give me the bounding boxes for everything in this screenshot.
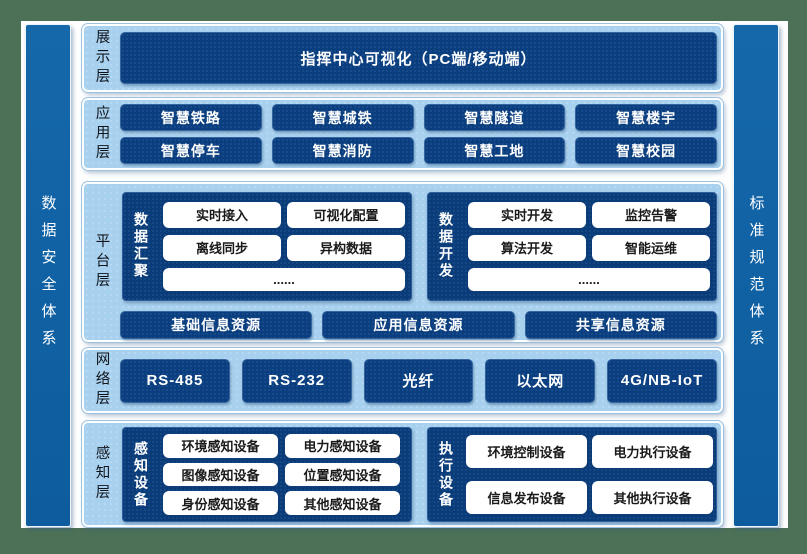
left-system-bar-label: 数据安全体系 <box>39 194 57 357</box>
layer-panel-application: 应用层 智慧铁路 智慧城铁 智慧隧道 智慧楼宇 智慧停车 智慧消防 智慧工地 智… <box>82 98 723 170</box>
application-box: 智慧铁路 <box>120 104 262 131</box>
application-box: 智慧停车 <box>120 137 262 164</box>
network-box: RS-232 <box>241 358 352 403</box>
device-box: 环境控制设备 <box>466 435 587 468</box>
group-label-zone: 数据开发 <box>428 193 464 300</box>
layer-label-zone: 感知层 <box>84 423 120 525</box>
layer-label-platform: 平台层 <box>93 232 110 292</box>
network-row: RS-485 RS-232 光纤 以太网 4G/NB-IoT <box>120 358 717 403</box>
layer-label-application: 应用层 <box>93 104 110 164</box>
device-box: 电力感知设备 <box>285 434 400 458</box>
platform-item-box: 实时接入 <box>163 201 281 228</box>
device-box: 身份感知设备 <box>163 491 278 515</box>
layer-label-display: 展示层 <box>93 28 110 88</box>
platform-groups-row: 数据汇聚 实时接入 可视化配置 离线同步 异构数据 ...... <box>122 191 717 301</box>
application-row: 智慧铁路 智慧城铁 智慧隧道 智慧楼宇 <box>120 104 717 131</box>
resources-row: 基础信息资源 应用信息资源 共享信息资源 <box>120 310 717 339</box>
application-layer-content: 智慧铁路 智慧城铁 智慧隧道 智慧楼宇 智慧停车 智慧消防 智慧工地 智慧校园 <box>120 100 721 168</box>
device-box: 其他执行设备 <box>592 481 713 514</box>
layer-label-network: 网络层 <box>93 351 110 410</box>
application-box: 智慧隧道 <box>423 104 566 131</box>
network-box: 以太网 <box>485 358 596 403</box>
data-aggregation-items: 实时接入 可视化配置 离线同步 异构数据 ...... <box>159 193 411 300</box>
device-box: 图像感知设备 <box>163 462 278 487</box>
platform-item-box: 异构数据 <box>287 234 405 262</box>
sensing-devices-group: 感知设备 环境感知设备 电力感知设备 图像感知设备 位置感知设备 身份感知设备 … <box>122 427 412 522</box>
layer-stack: 展示层 指挥中心可视化（PC端/移动端） 应用层 智慧铁路 智慧城铁 智慧隧道 … <box>82 24 723 527</box>
network-box: 4G/NB-IoT <box>607 358 717 403</box>
device-box: 电力执行设备 <box>592 435 713 468</box>
application-box: 智慧城铁 <box>271 104 414 131</box>
device-box: 位置感知设备 <box>285 462 400 487</box>
group-label-zone: 执行设备 <box>428 428 464 521</box>
group-label-zone: 感知设备 <box>123 428 159 521</box>
network-box: RS-485 <box>120 358 230 403</box>
layer-label-zone: 展示层 <box>84 26 120 90</box>
layer-panel-platform: 平台层 数据汇聚 实时接入 可视化配置 离线同步 异构数据 <box>82 182 723 342</box>
layer-label-zone: 应用层 <box>84 100 120 168</box>
resource-box: 基础信息资源 <box>120 310 313 339</box>
platform-item-box: 算法开发 <box>468 234 586 262</box>
application-box: 智慧楼宇 <box>575 104 717 131</box>
group-label-zone: 数据汇聚 <box>123 193 159 300</box>
layer-panel-display: 展示层 指挥中心可视化（PC端/移动端） <box>82 24 723 92</box>
network-layer-content: RS-485 RS-232 光纤 以太网 4G/NB-IoT <box>120 350 721 411</box>
layer-label-perception: 感知层 <box>93 444 110 504</box>
platform-item-box: 实时开发 <box>468 201 586 228</box>
right-system-bar-label: 标准规范体系 <box>747 194 765 357</box>
resource-box: 应用信息资源 <box>322 310 515 339</box>
data-aggregation-label: 数据汇聚 <box>133 212 149 280</box>
execution-devices-label: 执行设备 <box>438 440 454 509</box>
network-box: 光纤 <box>363 358 474 403</box>
device-box: 信息发布设备 <box>466 481 587 514</box>
command-center-box: 指挥中心可视化（PC端/移动端） <box>120 32 717 84</box>
platform-layer-content: 数据汇聚 实时接入 可视化配置 离线同步 异构数据 ...... <box>120 184 721 340</box>
execution-devices-items: 环境控制设备 电力执行设备 信息发布设备 其他执行设备 <box>464 428 716 521</box>
perception-groups-row: 感知设备 环境感知设备 电力感知设备 图像感知设备 位置感知设备 身份感知设备 … <box>122 427 717 522</box>
platform-item-box: 监控告警 <box>592 201 710 228</box>
perception-layer-content: 感知设备 环境感知设备 电力感知设备 图像感知设备 位置感知设备 身份感知设备 … <box>120 423 721 525</box>
resource-box: 共享信息资源 <box>524 310 717 339</box>
platform-item-box: 离线同步 <box>163 234 281 262</box>
right-system-bar: 标准规范体系 <box>733 24 779 527</box>
device-box: 环境感知设备 <box>163 434 278 458</box>
sensing-devices-items: 环境感知设备 电力感知设备 图像感知设备 位置感知设备 身份感知设备 其他感知设… <box>159 428 411 521</box>
data-development-group: 数据开发 实时开发 监控告警 算法开发 智能运维 ...... <box>427 191 717 301</box>
layer-panel-network: 网络层 RS-485 RS-232 光纤 以太网 4G/NB-IoT <box>82 348 723 413</box>
layer-panel-perception: 感知层 感知设备 环境感知设备 电力感知设备 图像感知设备 位置感 <box>82 421 723 527</box>
device-box: 其他感知设备 <box>285 491 400 515</box>
display-layer-content: 指挥中心可视化（PC端/移动端） <box>120 26 721 90</box>
diagram-frame: 数据安全体系 展示层 指挥中心可视化（PC端/移动端） 应用层 智慧铁路 <box>21 21 788 528</box>
sensing-devices-label: 感知设备 <box>133 440 149 509</box>
layer-label-zone: 平台层 <box>84 184 120 340</box>
platform-item-box-ellipsis: ...... <box>163 268 405 291</box>
data-development-label: 数据开发 <box>438 212 454 280</box>
platform-item-box-ellipsis: ...... <box>468 268 710 291</box>
data-aggregation-group: 数据汇聚 实时接入 可视化配置 离线同步 异构数据 ...... <box>122 191 412 301</box>
application-box: 智慧消防 <box>271 137 414 164</box>
platform-item-box: 智能运维 <box>592 234 710 262</box>
application-box: 智慧工地 <box>423 137 566 164</box>
data-development-items: 实时开发 监控告警 算法开发 智能运维 ...... <box>464 193 716 300</box>
platform-item-box: 可视化配置 <box>287 201 405 228</box>
application-box: 智慧校园 <box>575 137 717 164</box>
execution-devices-group: 执行设备 环境控制设备 电力执行设备 信息发布设备 其他执行设备 <box>427 427 717 522</box>
left-system-bar: 数据安全体系 <box>25 24 71 527</box>
layer-label-zone: 网络层 <box>84 350 120 411</box>
application-row: 智慧停车 智慧消防 智慧工地 智慧校园 <box>120 137 717 164</box>
